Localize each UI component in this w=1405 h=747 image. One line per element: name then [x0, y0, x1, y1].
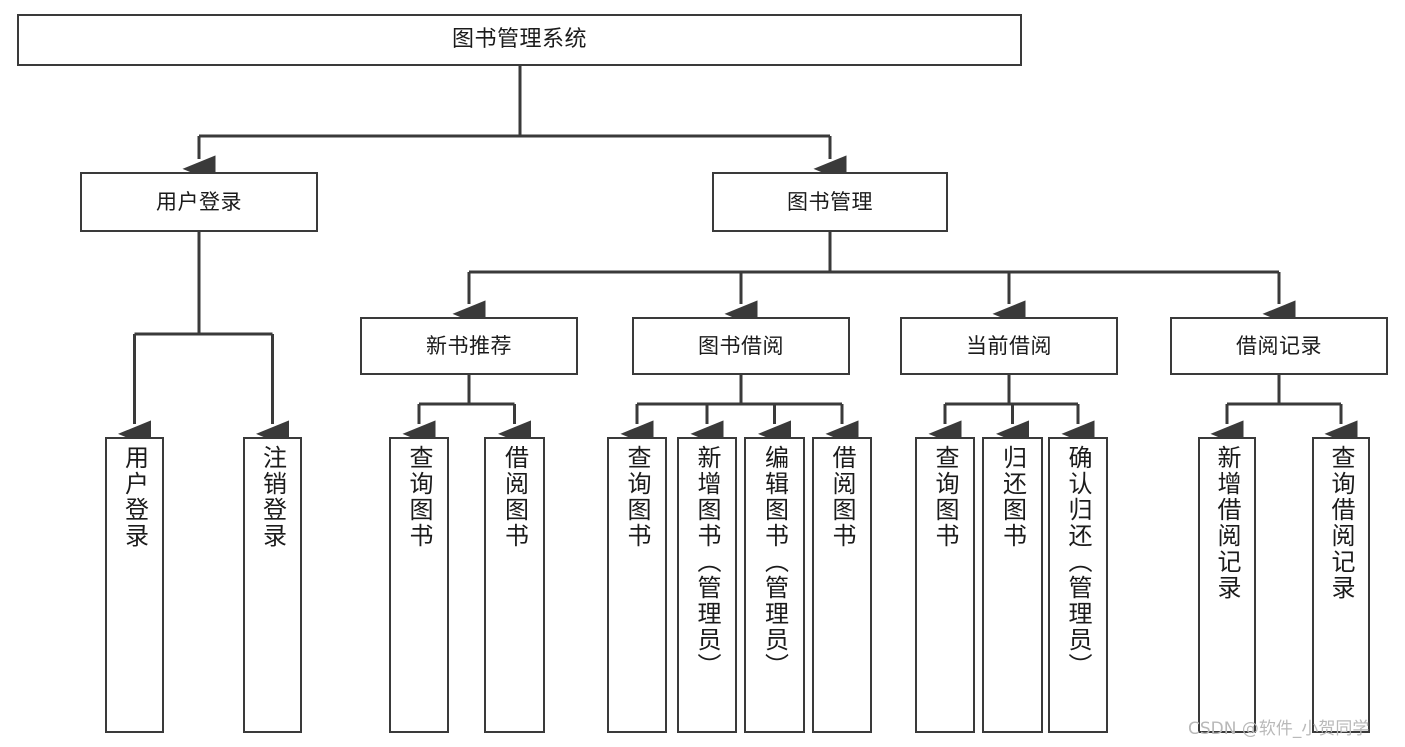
node-leaf-user-login-label: 用户登录 — [120, 445, 149, 549]
node-book-admin[interactable]: 图书管理 — [712, 172, 948, 232]
node-leaf-add-book-label: 新增图书（管理员） — [693, 445, 721, 679]
node-leaf-edit-book[interactable]: 编辑图书（管理员） — [744, 437, 805, 733]
node-user-login[interactable]: 用户登录 — [80, 172, 318, 232]
node-root[interactable]: 图书管理系统 — [17, 14, 1022, 66]
node-leaf-query-book-cb[interactable]: 查询图书 — [915, 437, 975, 733]
node-leaf-return-book[interactable]: 归还图书 — [982, 437, 1043, 733]
node-book-admin-label: 图书管理 — [787, 189, 873, 214]
node-leaf-query-book-rec-label: 查询图书 — [405, 445, 433, 549]
node-leaf-query-book-bw-label: 查询图书 — [623, 445, 651, 549]
csdn-watermark: CSDN @软件_小贺同学 — [1188, 719, 1370, 739]
node-borrow-record[interactable]: 借阅记录 — [1170, 317, 1388, 375]
node-leaf-add-record-label: 新增借阅记录 — [1213, 445, 1241, 601]
node-leaf-confirm-return-label: 确认归还（管理员） — [1064, 445, 1092, 679]
node-leaf-borrow-book-bw-label: 借阅图书 — [828, 445, 856, 549]
node-current-borrow-label: 当前借阅 — [966, 333, 1052, 358]
node-leaf-add-book[interactable]: 新增图书（管理员） — [677, 437, 737, 733]
node-root-label: 图书管理系统 — [451, 27, 587, 53]
node-leaf-borrow-book-rec-label: 借阅图书 — [500, 445, 529, 549]
node-book-borrow[interactable]: 图书借阅 — [632, 317, 850, 375]
node-leaf-user-logout-label: 注销登录 — [258, 445, 287, 549]
node-leaf-borrow-book-rec[interactable]: 借阅图书 — [484, 437, 545, 733]
node-leaf-edit-book-label: 编辑图书（管理员） — [760, 445, 789, 679]
node-current-borrow[interactable]: 当前借阅 — [900, 317, 1118, 375]
node-leaf-add-record[interactable]: 新增借阅记录 — [1198, 437, 1256, 733]
node-leaf-user-login[interactable]: 用户登录 — [105, 437, 164, 733]
node-leaf-query-book-cb-label: 查询图书 — [931, 445, 959, 549]
node-leaf-return-book-label: 归还图书 — [998, 445, 1027, 549]
node-new-book-rec-label: 新书推荐 — [426, 333, 512, 358]
node-user-login-label: 用户登录 — [156, 189, 242, 214]
node-leaf-confirm-return[interactable]: 确认归还（管理员） — [1048, 437, 1108, 733]
node-leaf-query-book-bw[interactable]: 查询图书 — [607, 437, 667, 733]
node-leaf-query-record-label: 查询借阅记录 — [1327, 445, 1355, 601]
node-leaf-borrow-book-bw[interactable]: 借阅图书 — [812, 437, 872, 733]
node-leaf-user-logout[interactable]: 注销登录 — [243, 437, 302, 733]
node-leaf-query-book-rec[interactable]: 查询图书 — [389, 437, 449, 733]
node-borrow-record-label: 借阅记录 — [1236, 333, 1322, 358]
node-new-book-rec[interactable]: 新书推荐 — [360, 317, 578, 375]
node-book-borrow-label: 图书借阅 — [698, 333, 784, 358]
node-leaf-query-record[interactable]: 查询借阅记录 — [1312, 437, 1370, 733]
